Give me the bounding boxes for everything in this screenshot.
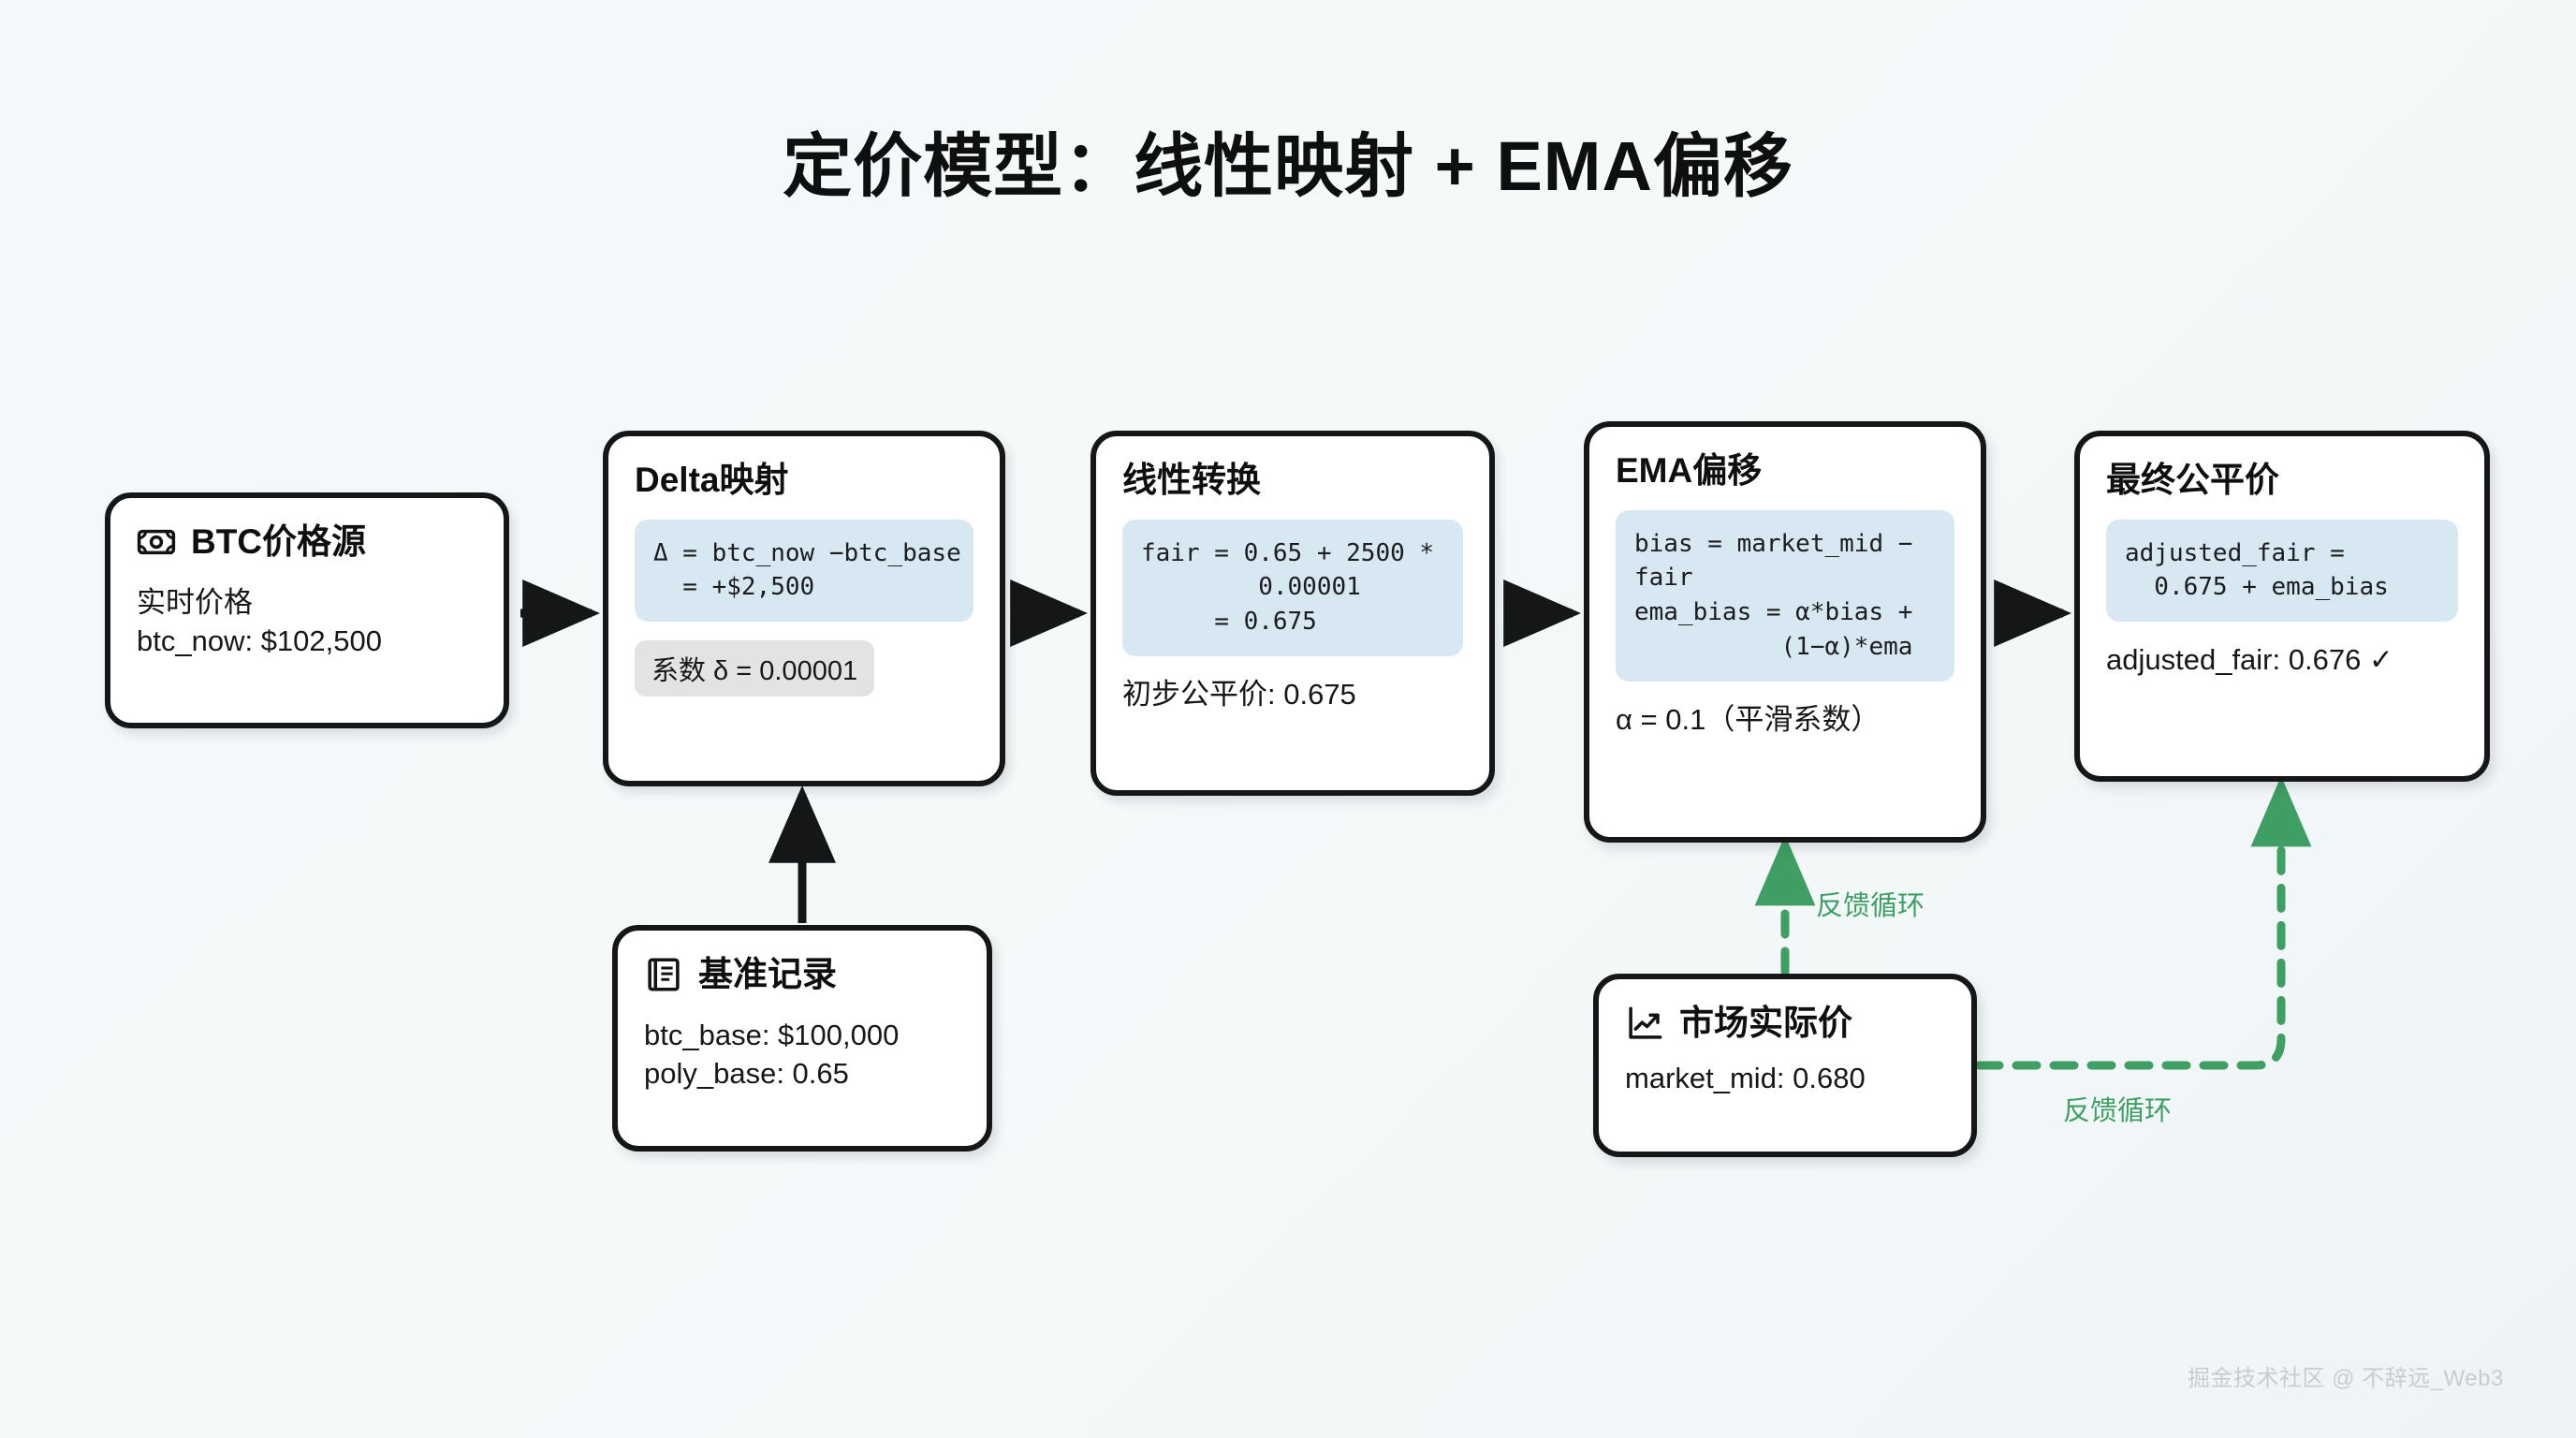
delta-formula-code: Δ = btc_now −btc_base = +$2,500 [635,519,973,623]
spacer [1616,682,1954,700]
node-market-actual-price[interactable]: 市场实际价 market_mid: 0.680 [1593,974,1977,1157]
feedback-loop-label-ema: 反馈循环 [1816,891,1925,921]
ema-formula-code: bias = market_mid − fair ema_bias = α*bi… [1616,509,1954,682]
page-title: 定价模型：线性映射 + EMA偏移 [783,127,1793,205]
btc-realtime-label: 实时价格 [137,585,253,619]
btc-now-value: btc_now: $102,500 [137,624,382,658]
watermark: 掘金技术社区 @ 不辞远_Web3 [2188,1366,2504,1391]
spacer [2106,622,2458,640]
node-header: BTC价格源 [137,522,477,563]
spacer [1122,656,1463,675]
spacer [2106,501,2458,520]
node-header: 市场实际价 [1625,1004,1945,1044]
node-final-fair-price[interactable]: 最终公平价 adjusted_fair = 0.675 + ema_bias a… [2074,431,2490,782]
node-btc-price-source[interactable]: BTC价格源 实时价格 btc_now: $102,500 [105,492,509,728]
linear-formula-code: fair = 0.65 + 2500 * 0.00001 = 0.675 [1122,519,1463,657]
final-formula-code: adjusted_fair = 0.675 + ema_bias [2106,519,2458,623]
node-title: 基准记录 [698,955,837,993]
chart-line-up-icon [1629,1006,1662,1039]
poly-base-value: poly_base: 0.65 [644,1057,849,1091]
node-delta-mapping[interactable]: Delta映射 Δ = btc_now −btc_base = +$2,500 … [603,431,1005,786]
spacer [644,995,960,1016]
feedback-loop-label-final: 反馈循环 [2063,1096,2173,1126]
node-title: EMA偏移 [1616,451,1763,490]
node-linear-transform[interactable]: 线性转换 fair = 0.65 + 2500 * 0.00001 = 0.67… [1090,431,1495,796]
node-title: 市场实际价 [1679,1004,1852,1042]
delta-coefficient-badge: 系数 δ = 0.00001 [635,640,875,697]
spacer [1122,501,1463,520]
node-title: BTC价格源 [191,522,367,561]
ema-alpha-note: α = 0.1（平滑系数） [1616,703,1881,737]
banknote-icon [137,530,176,555]
spacer [635,622,973,640]
spacer [1625,1044,1945,1059]
spacer [1616,492,1954,510]
spacer [137,563,477,583]
market-mid-value: market_mid: 0.680 [1625,1061,1866,1094]
node-ema-shift[interactable]: EMA偏移 bias = market_mid − fair ema_bias … [1584,421,1986,843]
book-icon [648,958,680,991]
spacer [635,501,973,520]
adjusted-fair-value: adjusted_fair: 0.676 ✓ [2106,643,2393,677]
node-title: Delta映射 [635,461,789,499]
node-baseline-record[interactable]: 基准记录 btc_base: $100,000 poly_base: 0.65 [612,925,992,1152]
node-title: 线性转换 [1122,461,1261,499]
preliminary-fair-value: 初步公平价: 0.675 [1122,678,1356,712]
node-header: 基准记录 [644,955,960,995]
edge-feedback-market-to-final [1974,775,2312,1070]
node-title: 最终公平价 [2106,461,2279,499]
btc-base-value: btc_base: $100,000 [644,1018,900,1051]
